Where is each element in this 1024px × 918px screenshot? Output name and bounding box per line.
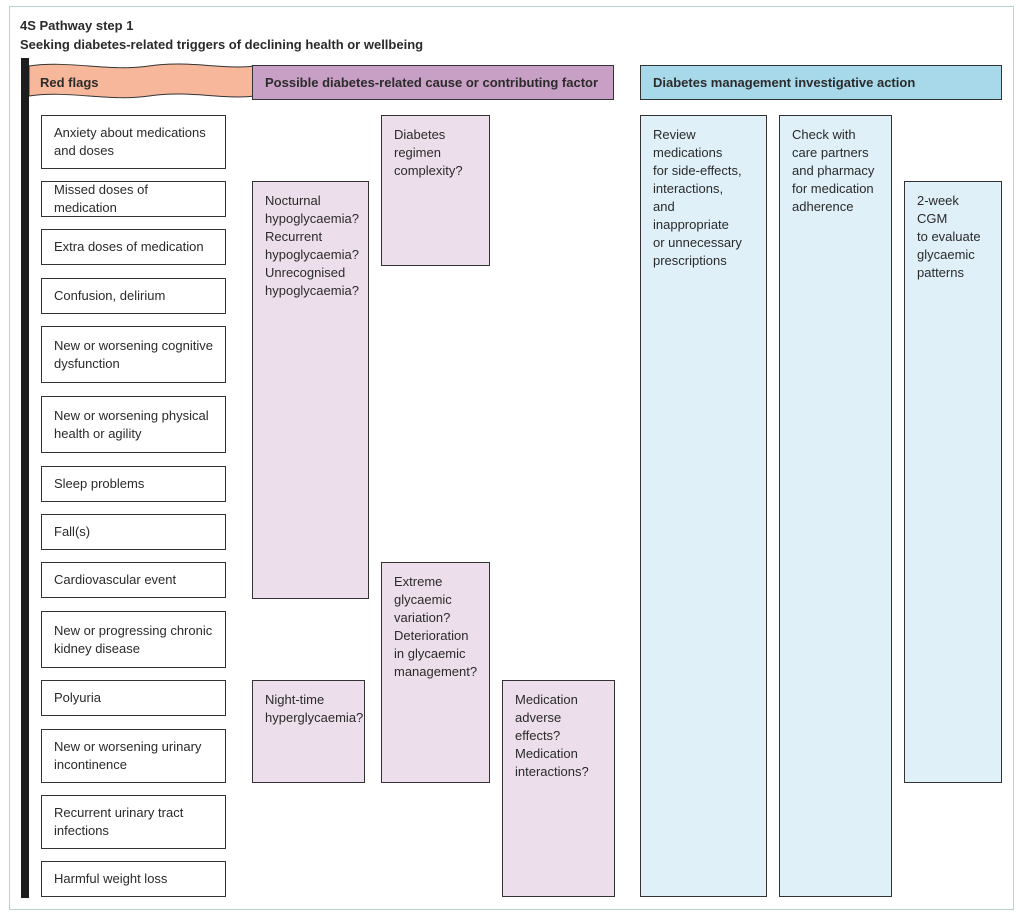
cause-glycaemic-variation: Extreme glycaemic variation? Deteriorati…: [381, 562, 490, 783]
red-flag-label: Recurrent urinary tract infections: [54, 805, 184, 838]
red-flags-header-label: Red flags: [40, 75, 99, 90]
red-flag-label: Fall(s): [54, 524, 91, 539]
flag-pole: [21, 58, 29, 898]
cause-regimen-complexity: Diabetes regimen complexity?: [381, 115, 490, 266]
red-flag-banner-icon: [29, 63, 255, 99]
red-flag-label: New or progressing chronic kidney diseas…: [54, 622, 213, 656]
red-flag-item: Sleep problems: [41, 466, 226, 502]
red-flag-item: New or worsening cognitive dysfunction: [41, 326, 226, 383]
red-flag-label: Anxiety about medications and doses: [54, 125, 206, 158]
red-flag-label: Extra doses of medication: [54, 239, 204, 254]
red-flag-item: Confusion, delirium: [41, 278, 226, 314]
red-flag-item: Recurrent urinary tract infections: [41, 795, 226, 849]
red-flag-label: Confusion, delirium: [54, 288, 166, 303]
cause-header: Possible diabetes-related cause or contr…: [252, 65, 614, 100]
red-flag-item: Fall(s): [41, 514, 226, 550]
red-flag-label: Harmful weight loss: [54, 871, 168, 886]
action-review-medications: Review medications for side-effects, int…: [640, 115, 767, 897]
cause-medication-adverse-effects: Medication adverse effects? Medication i…: [502, 680, 615, 897]
red-flag-item: Harmful weight loss: [41, 861, 226, 897]
red-flag-item: Extra doses of medication: [41, 229, 226, 265]
figure-title: 4S Pathway step 1: [20, 18, 134, 33]
red-flag-item: New or progressing chronic kidney diseas…: [41, 611, 226, 668]
red-flag-item: Anxiety about medications and doses: [41, 115, 226, 169]
red-flag-label: New or worsening physical health or agil…: [54, 407, 209, 441]
red-flag-item: New or worsening physical health or agil…: [41, 396, 226, 453]
red-flag-item: Missed doses of medication: [41, 181, 226, 217]
red-flag-label: Cardiovascular event: [54, 572, 177, 587]
red-flag-label: New or worsening urinary incontinence: [54, 739, 202, 772]
action-cgm: 2-week CGM to evaluate glycaemic pattern…: [904, 181, 1002, 783]
figure-frame: [9, 6, 1014, 910]
red-flags-header: Red flags: [29, 62, 255, 102]
red-flag-label: Polyuria: [54, 690, 101, 705]
red-flag-label: Missed doses of medication: [54, 182, 148, 215]
cause-hypoglycaemia: Nocturnal hypoglycaemia? Recurrent hypog…: [252, 181, 369, 599]
red-flag-item: New or worsening urinary incontinence: [41, 729, 226, 783]
figure-subtitle: Seeking diabetes-related triggers of dec…: [20, 37, 424, 52]
red-flag-label: Sleep problems: [54, 476, 145, 491]
action-check-adherence: Check with care partners and pharmacy fo…: [779, 115, 892, 897]
red-flag-item: Cardiovascular event: [41, 562, 226, 598]
red-flag-label: New or worsening cognitive dysfunction: [54, 337, 213, 371]
action-header: Diabetes management investigative action: [640, 65, 1002, 100]
cause-night-hyperglycaemia: Night-time hyperglycaemia?: [252, 680, 365, 783]
red-flag-item: Polyuria: [41, 680, 226, 716]
